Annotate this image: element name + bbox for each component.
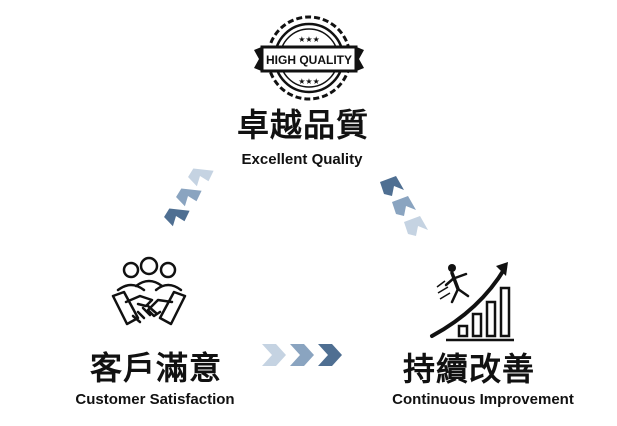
improvement-title-zh: 持續改善 (402, 350, 536, 388)
quality-title-en: Excellent Quality (241, 151, 363, 168)
badge-label: HIGH QUALITY (266, 53, 352, 67)
arrows-improvement-to-quality (380, 176, 428, 236)
handshake-team-icon (111, 256, 187, 326)
arrows-quality-to-customer (164, 168, 214, 227)
arrows-customer-to-improvement (262, 344, 342, 366)
quality-title-zh: 卓越品質 (236, 106, 370, 144)
badge-stars-top: ★★★ (298, 35, 320, 44)
badge-stars-bottom: ★★★ (298, 77, 320, 86)
customer-title-zh: 客戶滿意 (89, 349, 223, 387)
improvement-title-en: Continuous Improvement (392, 391, 574, 408)
high-quality-badge-icon: HIGH QUALITY ★★★ ★★★ (254, 15, 364, 101)
customer-title-en: Customer Satisfaction (75, 391, 235, 408)
growth-chart-climber-icon (430, 262, 514, 342)
